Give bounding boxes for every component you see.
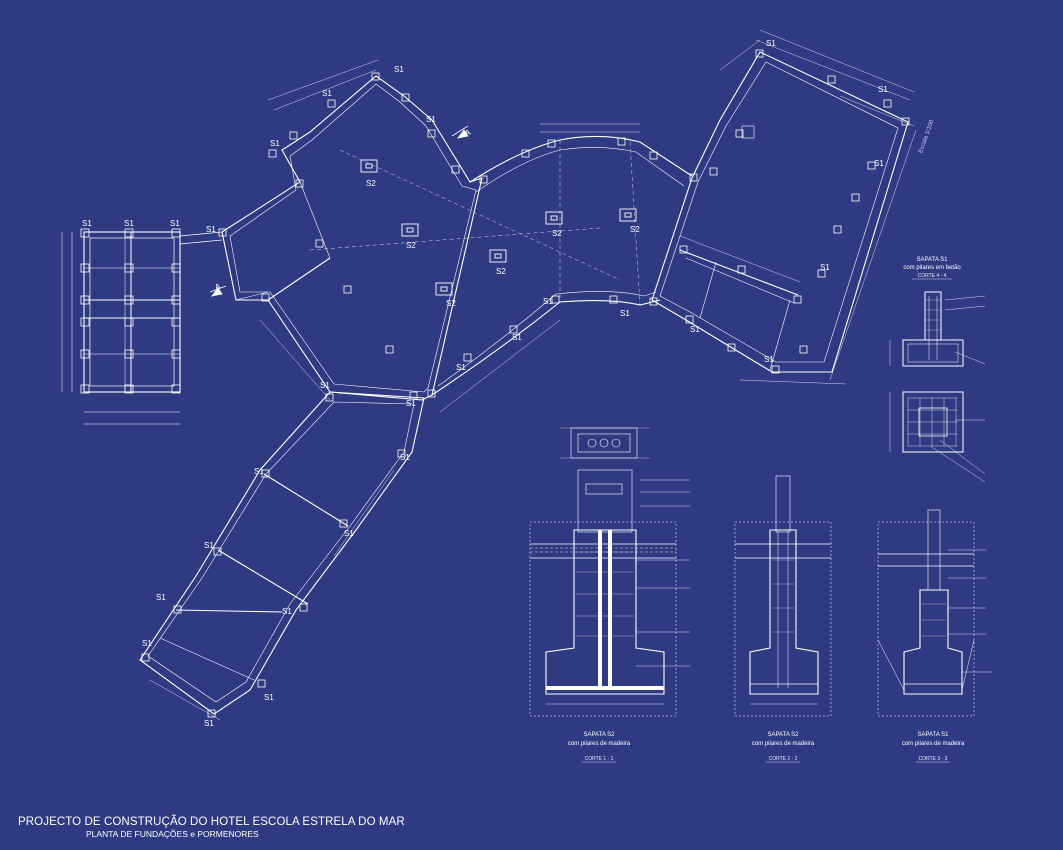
plan-pillars [141,49,910,718]
section-3-3 [877,509,992,717]
s2-label: S2 [406,241,416,250]
s2-label: S2 [366,179,376,188]
s2-label: S2 [630,225,640,234]
s2-label: S2 [446,299,456,308]
detail-cut: CORTE 1 - 1 [585,756,614,762]
right-wing [651,51,909,373]
plan-dimension-lines [149,29,917,721]
s1-label: S1 [400,453,410,462]
s1-label: S1 [206,225,216,234]
detail-cut: CORTE 2 - 2 [769,756,798,762]
s1-label: S1 [142,639,152,648]
s2-label: S2 [496,267,506,276]
s1-label: S1 [170,219,180,228]
detail-title: SAPATA S2 [583,732,615,738]
curved-wing [309,135,693,396]
section-arrows [209,125,469,297]
detail-title: SAPATA S2 [767,732,799,738]
s1-label: S1 [426,115,436,124]
s1-label: S1 [820,263,830,272]
s1-label: S1 [344,529,354,538]
s1-label: S1 [456,363,466,372]
cut-underlines [582,278,952,763]
drawing-subtitle: PLANTA DE FUNDAÇÕES e PORMENORES [86,829,259,839]
s1-label: S1 [204,541,214,550]
s1-label: S1 [322,89,332,98]
left-grid-block [61,228,181,425]
s1-label: S1 [254,467,264,476]
s1-label: S1 [874,159,884,168]
detail-subtitle: com pilares de madeira [568,741,631,747]
detail-title: SAPATA S1 [916,257,948,263]
s1-label: S1 [512,333,522,342]
detail-subtitle: com pilares em betão [903,265,961,271]
lower-wing [139,391,425,715]
main-wing [221,75,483,401]
detail-subtitle: com pilares de madeira [902,741,965,747]
detail-s2-plan [560,427,650,459]
s1-label: S1 [766,39,776,48]
s1-label: S1 [620,309,630,318]
detail-captions: SAPATA S1 com pilares em betão CORTE 4 -… [568,257,965,762]
detail-cut: CORTE 4 - 4 [918,273,947,279]
s1-label: S1 [264,693,274,702]
s1-label: S1 [156,593,166,602]
footing-labels: S1 S1 S1 S1 S1 S1 S1 S1 S1 S1 S1 S1 S1 S… [82,39,888,728]
title-block: PROJECTO DE CONSTRUÇÃO DO HOTEL ESCOLA E… [18,816,405,839]
detail-subtitle: com pilares de madeira [752,741,815,747]
s1-label: S1 [406,399,416,408]
detail-s1-concrete [889,291,986,483]
section-mark-a: A [214,281,223,292]
s2-footings [360,159,637,296]
s1-label: S1 [320,381,330,390]
s1-label: S1 [270,139,280,148]
s1-label: S1 [282,607,292,616]
section-1-1 [529,469,690,717]
s1-label: S1 [394,65,404,74]
s1-label: S1 [543,297,553,306]
s1-label: S1 [124,219,134,228]
s1-label: S1 [764,355,774,364]
s1-label: S1 [878,85,888,94]
project-title: PROJECTO DE CONSTRUÇÃO DO HOTEL ESCOLA E… [18,816,405,828]
detail-title: SAPATA S1 [917,732,949,738]
detail-cut: CORTE 3 - 3 [919,756,948,762]
section-mark-a: A [464,127,473,138]
s1-label: S1 [204,719,214,728]
section-2-2 [734,475,832,717]
s2-label: S2 [552,229,562,238]
s1-label: S1 [690,325,700,334]
s1-label: S1 [82,219,92,228]
